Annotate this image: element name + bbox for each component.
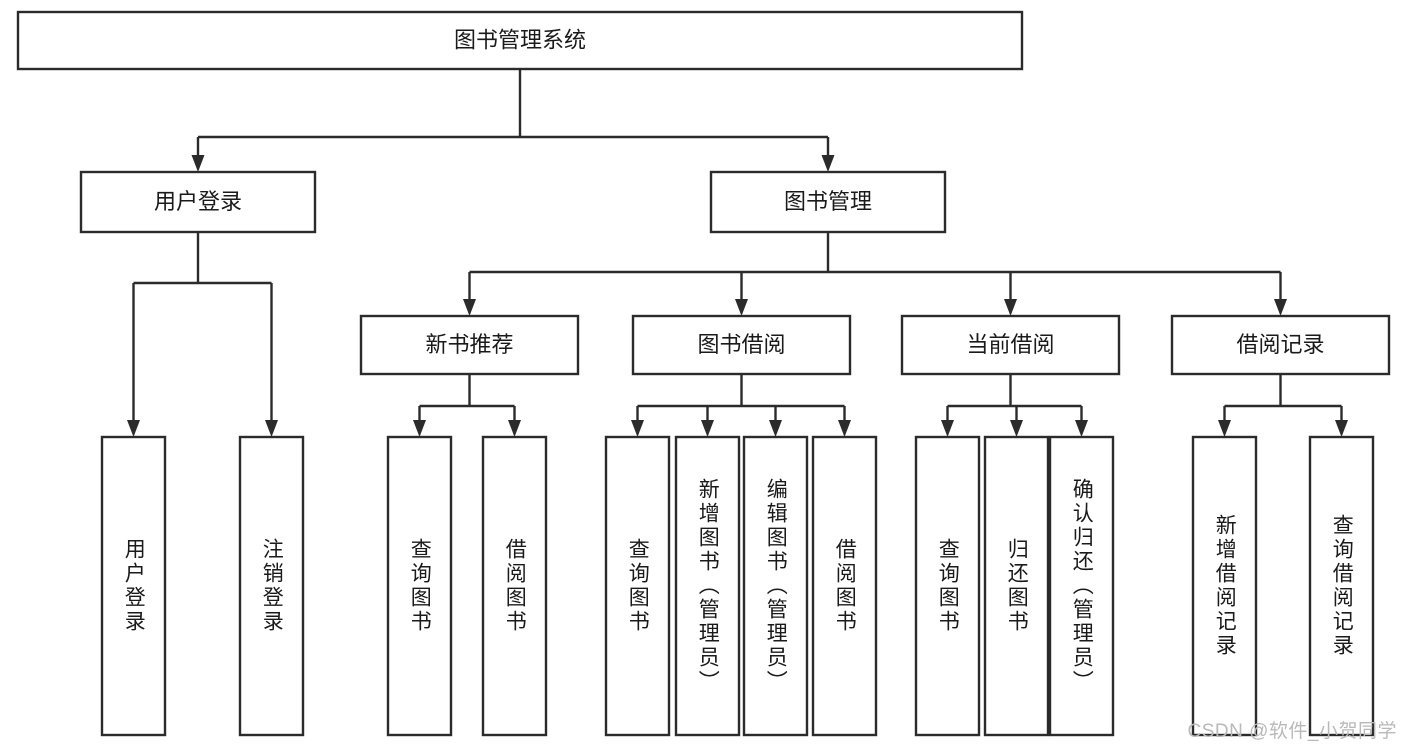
node-leaf-query-book-2[interactable] bbox=[604, 435, 671, 737]
node-box-leaf-add-record bbox=[1191, 435, 1258, 737]
node-leaf-borrow-book-1[interactable] bbox=[481, 435, 548, 737]
edge-group-new-book-recommend bbox=[413, 374, 521, 437]
node-label-user-login: 用户登录 bbox=[154, 189, 242, 214]
node-box-leaf-user-login bbox=[100, 435, 167, 737]
arrow-head-edge-bm-current bbox=[1004, 299, 1017, 316]
arrow-head-edge-bm-recommend bbox=[463, 299, 476, 316]
node-leaf-add-record[interactable] bbox=[1191, 435, 1258, 737]
arrow-head-edge-login-logout bbox=[265, 420, 278, 437]
arrow-head-edge-root-book-manage bbox=[821, 155, 835, 172]
arrow-head-edge-cb-return bbox=[1010, 420, 1023, 437]
edge-group-current-borrow bbox=[941, 374, 1088, 437]
node-leaf-add-book[interactable] bbox=[674, 435, 741, 737]
node-label-borrow-record: 借阅记录 bbox=[1236, 332, 1324, 357]
node-current-borrow[interactable]: 当前借阅 bbox=[900, 314, 1121, 376]
node-leaf-query-record[interactable] bbox=[1308, 435, 1375, 737]
node-box-new-book-recommend bbox=[359, 314, 580, 376]
node-leaf-edit-book[interactable] bbox=[742, 435, 809, 737]
node-box-leaf-borrow-book-2 bbox=[811, 435, 878, 737]
node-label-book-manage: 图书管理 bbox=[784, 189, 872, 214]
node-box-leaf-add-book bbox=[674, 435, 741, 737]
arrow-head-edge-bb-add bbox=[701, 420, 714, 437]
arrow-head-edge-root-user-login bbox=[191, 155, 205, 172]
node-box-book-borrow bbox=[631, 314, 852, 376]
arrow-head-edge-bb-borrow bbox=[838, 420, 851, 437]
node-leaf-return-book[interactable] bbox=[983, 435, 1050, 737]
node-leaf-query-book-1[interactable] bbox=[386, 435, 453, 737]
node-user-login[interactable]: 用户登录 bbox=[79, 170, 317, 234]
arrow-head-edge-br-query bbox=[1335, 420, 1348, 437]
node-book-manage[interactable]: 图书管理 bbox=[709, 170, 947, 234]
arrow-head-edge-bb-edit bbox=[769, 420, 782, 437]
arrow-head-edge-rec-query bbox=[413, 420, 426, 437]
node-box-current-borrow bbox=[900, 314, 1121, 376]
node-box-root bbox=[16, 10, 1024, 71]
arrow-head-edge-cb-query bbox=[941, 420, 954, 437]
node-box-leaf-logout bbox=[238, 435, 305, 737]
node-box-borrow-record bbox=[1170, 314, 1391, 376]
arrow-head-edge-cb-confirm bbox=[1075, 420, 1088, 437]
node-box-leaf-confirm-return bbox=[1048, 435, 1115, 737]
node-box-leaf-return-book bbox=[983, 435, 1050, 737]
node-label-current-borrow: 当前借阅 bbox=[966, 332, 1054, 357]
edge-group-book-manage bbox=[463, 232, 1287, 316]
edge-group-borrow-record bbox=[1218, 374, 1348, 437]
node-leaf-user-login[interactable] bbox=[100, 435, 167, 737]
node-box-leaf-edit-book bbox=[742, 435, 809, 737]
node-label-root: 图书管理系统 bbox=[454, 27, 586, 52]
edge-group-root bbox=[191, 69, 835, 172]
node-label-book-borrow: 图书借阅 bbox=[697, 332, 785, 357]
node-leaf-logout[interactable] bbox=[238, 435, 305, 737]
node-leaf-borrow-book-2[interactable] bbox=[811, 435, 878, 737]
arrow-head-edge-bm-borrow bbox=[735, 299, 748, 316]
node-box-leaf-query-book-2 bbox=[604, 435, 671, 737]
arrow-head-edge-bb-query bbox=[631, 420, 644, 437]
arrow-head-edge-br-add bbox=[1218, 420, 1231, 437]
arrow-head-edge-bm-record bbox=[1274, 299, 1287, 316]
node-new-book-recommend[interactable]: 新书推荐 bbox=[359, 314, 580, 376]
node-leaf-confirm-return[interactable] bbox=[1048, 435, 1115, 737]
node-book-borrow[interactable]: 图书借阅 bbox=[631, 314, 852, 376]
node-box-leaf-query-record bbox=[1308, 435, 1375, 737]
arrow-head-edge-rec-borrow bbox=[508, 420, 521, 437]
node-box-user-login bbox=[79, 170, 317, 234]
node-box-leaf-query-book-1 bbox=[386, 435, 453, 737]
edge-group-book-borrow bbox=[631, 374, 851, 437]
csdn-watermark: CSDN @软件_小贺同学 bbox=[1187, 721, 1397, 742]
node-leaf-query-book-3[interactable] bbox=[914, 435, 981, 737]
edge-group-user-login bbox=[127, 232, 278, 437]
edges-layer bbox=[127, 69, 1348, 437]
node-borrow-record[interactable]: 借阅记录 bbox=[1170, 314, 1391, 376]
node-box-book-manage bbox=[709, 170, 947, 234]
node-box-leaf-borrow-book-1 bbox=[481, 435, 548, 737]
node-root[interactable]: 图书管理系统 bbox=[16, 10, 1024, 71]
node-label-new-book-recommend: 新书推荐 bbox=[425, 332, 513, 357]
node-box-leaf-query-book-3 bbox=[914, 435, 981, 737]
arrow-head-edge-login-user bbox=[127, 420, 140, 437]
